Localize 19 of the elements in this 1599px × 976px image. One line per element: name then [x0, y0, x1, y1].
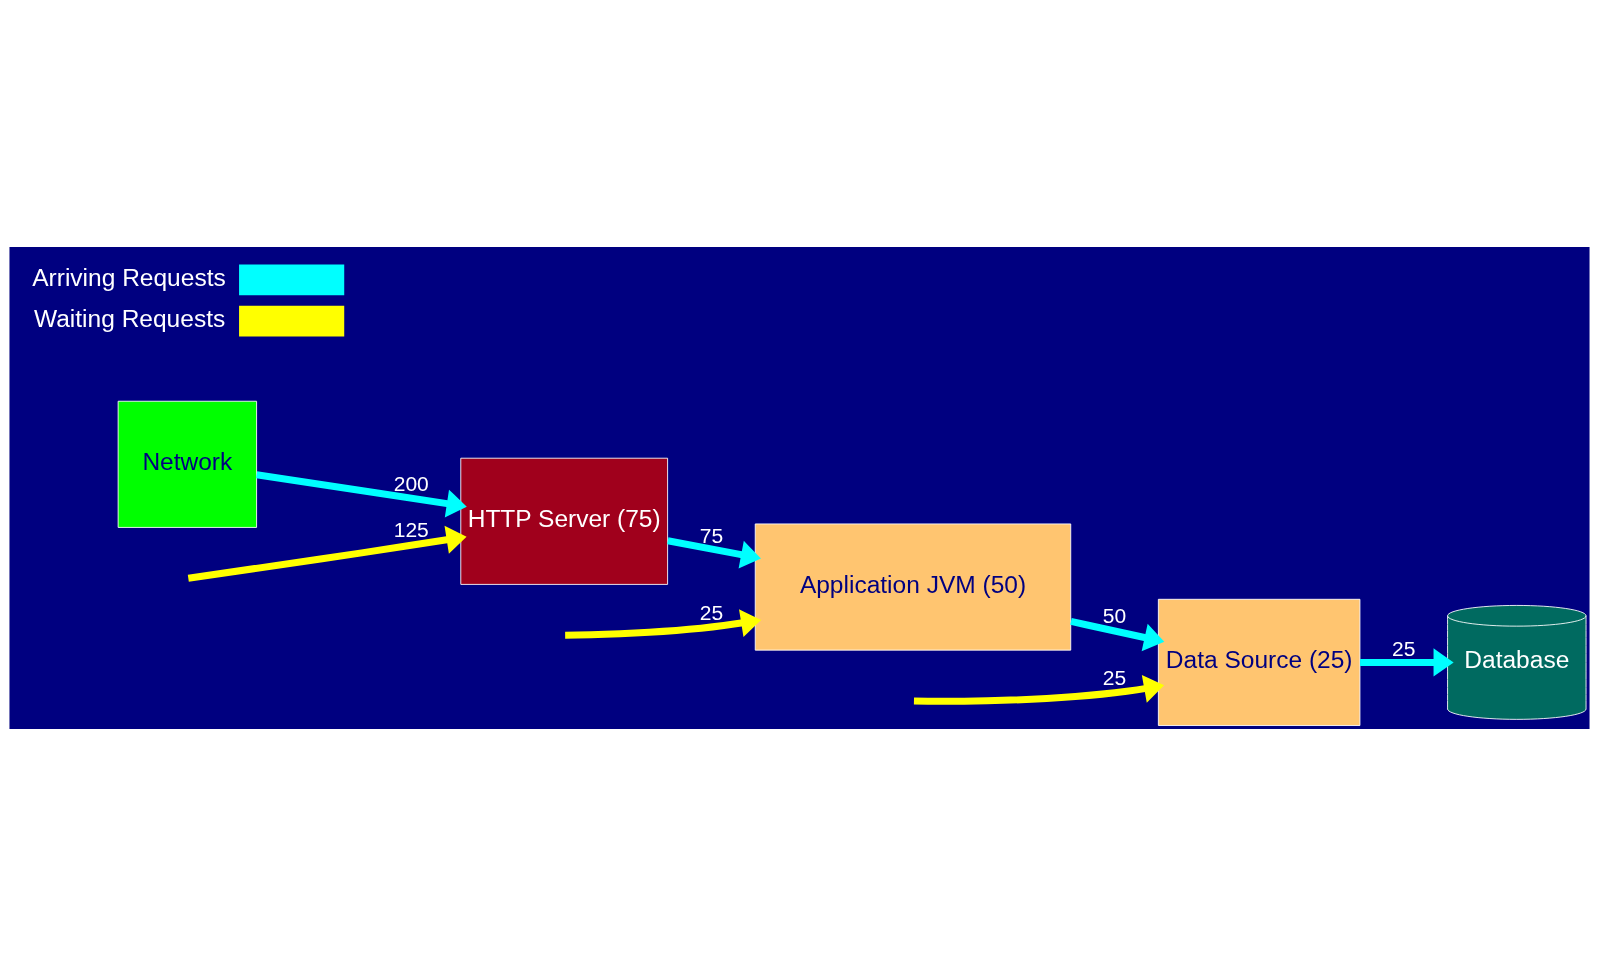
legend-label: Waiting Requests — [34, 305, 226, 333]
arrow — [913, 674, 1165, 705]
edge-label: 25 — [699, 600, 724, 624]
arrow — [256, 471, 467, 518]
node-box: HTTP Server (75) — [460, 457, 669, 585]
edge-label: 25 — [1392, 637, 1416, 661]
node-box: Application JVM (50) — [754, 523, 1072, 651]
edge-label: 75 — [699, 523, 724, 547]
arrow — [187, 525, 467, 582]
node-box: Data Source (25) — [1157, 598, 1361, 726]
node-box: Network — [117, 400, 258, 528]
legend-label: Arriving Requests — [32, 263, 226, 291]
edge-label: 50 — [1102, 604, 1127, 628]
arrow — [667, 537, 761, 569]
arrow — [1360, 648, 1454, 677]
edge-label: 25 — [1102, 666, 1127, 690]
edge-label: 200 — [393, 471, 429, 495]
arrow — [1070, 618, 1165, 652]
edge-label: 125 — [393, 518, 429, 542]
